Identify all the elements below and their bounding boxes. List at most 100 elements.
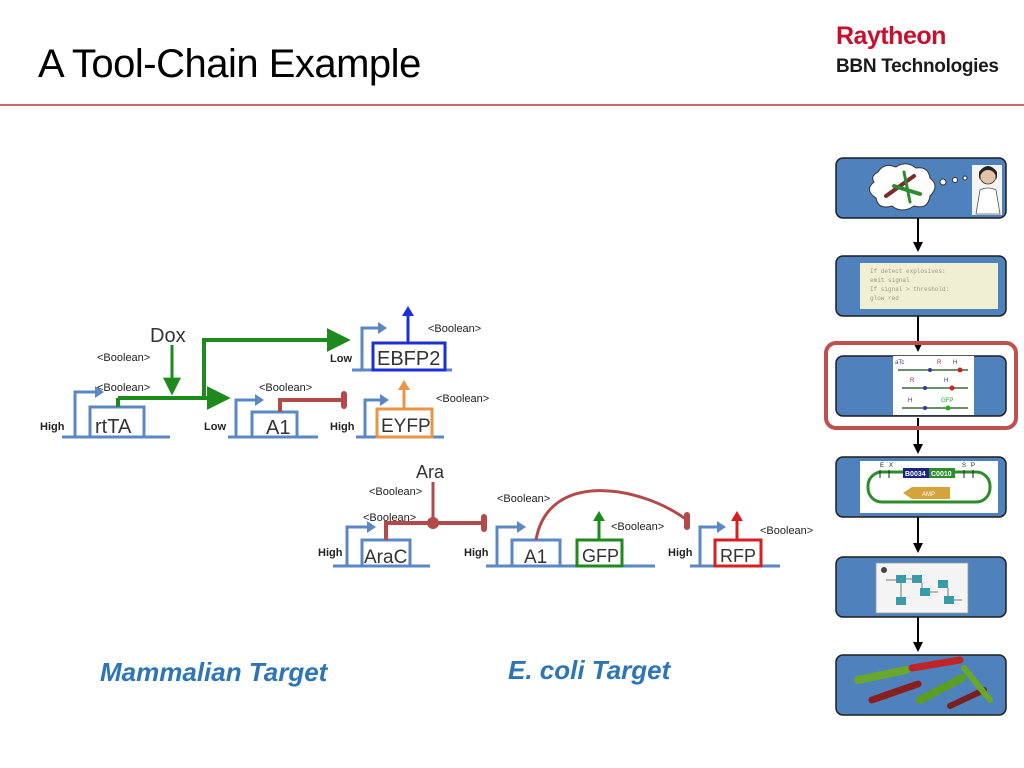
protocol-block xyxy=(896,597,906,605)
amp-marker xyxy=(903,487,950,499)
rfp-type-label: <Boolean> xyxy=(760,525,813,537)
code-panel xyxy=(860,263,998,309)
gene-eyfp xyxy=(375,407,434,439)
arac-repression xyxy=(384,521,483,540)
logo-bbn: BBN Technologies xyxy=(836,56,999,77)
thought-dot xyxy=(952,177,958,183)
site-label: X xyxy=(889,463,893,469)
promoter-rtta xyxy=(73,390,98,437)
protocol-block xyxy=(912,575,922,583)
gene-rtta-label: rtTA xyxy=(95,416,132,438)
grn-label: H xyxy=(908,398,912,404)
promoter-a1-label: High xyxy=(464,547,489,559)
promoter-rfp-label: High xyxy=(668,547,693,559)
slide-title: A Tool-Chain Example xyxy=(38,42,421,86)
promoter-ebfp2-label: Low xyxy=(330,353,352,365)
bacteria-shape xyxy=(868,680,922,704)
repression-bar xyxy=(481,514,487,532)
thought-dot xyxy=(939,178,947,186)
ecoli-circuit: AraC A1 GFP RFP Ara <Boolean> <Boolean> … xyxy=(318,462,813,568)
gene-a1-label: A1 xyxy=(266,417,290,439)
bacteria-shape xyxy=(916,674,966,704)
repression-bar xyxy=(341,391,347,409)
protocol-wires xyxy=(886,578,962,601)
promoter-eyfp xyxy=(363,398,383,437)
part-b0034-label: B0034 xyxy=(905,471,926,478)
scientist-coat xyxy=(975,187,1001,215)
gene-rfp-label: RFP xyxy=(720,546,756,566)
caption-ecoli: E. coli Target xyxy=(508,655,671,685)
promoter-a1-label: Low xyxy=(204,421,226,433)
ara-label: Ara xyxy=(416,462,445,482)
output-arrow xyxy=(398,380,410,390)
gene-ebfp2-label: EBFP2 xyxy=(377,348,440,370)
repression-bar xyxy=(684,512,690,530)
promoter-rtta-label: High xyxy=(40,421,65,433)
grn-label: H xyxy=(944,378,948,384)
caption-mammalian: Mammalian Target xyxy=(100,657,328,687)
code-line: emit signal xyxy=(870,277,910,284)
grn-node xyxy=(928,368,932,372)
protocol-block xyxy=(938,580,948,588)
a1-repression xyxy=(534,489,688,541)
site-label: P xyxy=(971,463,975,469)
protocol-dot xyxy=(881,567,887,573)
title-divider xyxy=(0,104,1024,106)
grn-node xyxy=(923,386,927,390)
code-line: If signal > threshold: xyxy=(870,286,949,293)
part-c0010-label: C0010 xyxy=(931,471,952,478)
bacteria-shape xyxy=(908,656,964,672)
eyfp-type-label: <Boolean> xyxy=(436,393,489,405)
ebfp2-type-label: <Boolean> xyxy=(428,323,481,335)
a1-type-label: <Boolean> xyxy=(497,493,550,505)
promoter-eyfp-label: High xyxy=(330,421,355,433)
site-label: E xyxy=(880,463,884,469)
grn-label: GFP xyxy=(941,398,953,404)
thought-dot xyxy=(962,175,968,181)
logo-raytheon: Raytheon xyxy=(836,22,946,50)
grn-label: H xyxy=(953,360,957,366)
toolchain-pipeline: If detect explosives: emit signal If sig… xyxy=(824,157,1018,716)
part-b0034 xyxy=(903,468,929,478)
dox-label: Dox xyxy=(150,325,186,347)
gene-eyfp-label: EYFP xyxy=(381,416,431,437)
promoter-arac-label: High xyxy=(318,547,343,559)
bacteria-shape xyxy=(961,665,993,703)
promoter-arrow xyxy=(367,521,376,533)
grn-node xyxy=(957,367,963,373)
promoter-rfp xyxy=(698,525,720,566)
mammalian-circuit: rtTA A1 EBFP2 EYFP Dox <Boolean> <Boolea… xyxy=(40,306,489,439)
dox-type-label: <Boolean> xyxy=(97,352,150,364)
protocol-block xyxy=(944,596,954,604)
promoter-arrow xyxy=(255,394,264,406)
gene-a1-label: A1 xyxy=(524,547,547,568)
site-label: S xyxy=(962,463,966,469)
a1-type-label: <Boolean> xyxy=(259,382,312,394)
a1-repression xyxy=(278,398,343,412)
scientist-hair xyxy=(979,166,997,180)
grn-node xyxy=(949,385,955,391)
promoter-a1 xyxy=(495,525,520,566)
protocol-block xyxy=(896,575,906,583)
gene-gfp-label: GFP xyxy=(582,546,619,566)
grn-label: aTc xyxy=(895,360,904,366)
promoter-arrow xyxy=(95,386,104,398)
promoter-arrow xyxy=(517,521,526,533)
promoter-arac xyxy=(345,525,370,566)
promoter-arrow xyxy=(717,521,726,533)
output-arrow xyxy=(731,511,743,521)
grn-label: R xyxy=(910,378,915,384)
grn-label: R xyxy=(937,360,942,366)
rtta-type-label: <Boolean> xyxy=(97,382,150,394)
code-line: If detect explosives: xyxy=(870,268,946,275)
promoter-a1 xyxy=(234,398,258,437)
highlight-ring xyxy=(824,341,1018,430)
amp-label: AMP xyxy=(922,492,935,498)
bacteria-shape xyxy=(854,666,910,684)
ebfp2-activation xyxy=(202,328,351,398)
grn-panel xyxy=(893,356,974,415)
promoter-arrow xyxy=(378,322,387,334)
grn-node xyxy=(945,405,951,411)
arac-type-label: <Boolean> xyxy=(363,512,416,524)
